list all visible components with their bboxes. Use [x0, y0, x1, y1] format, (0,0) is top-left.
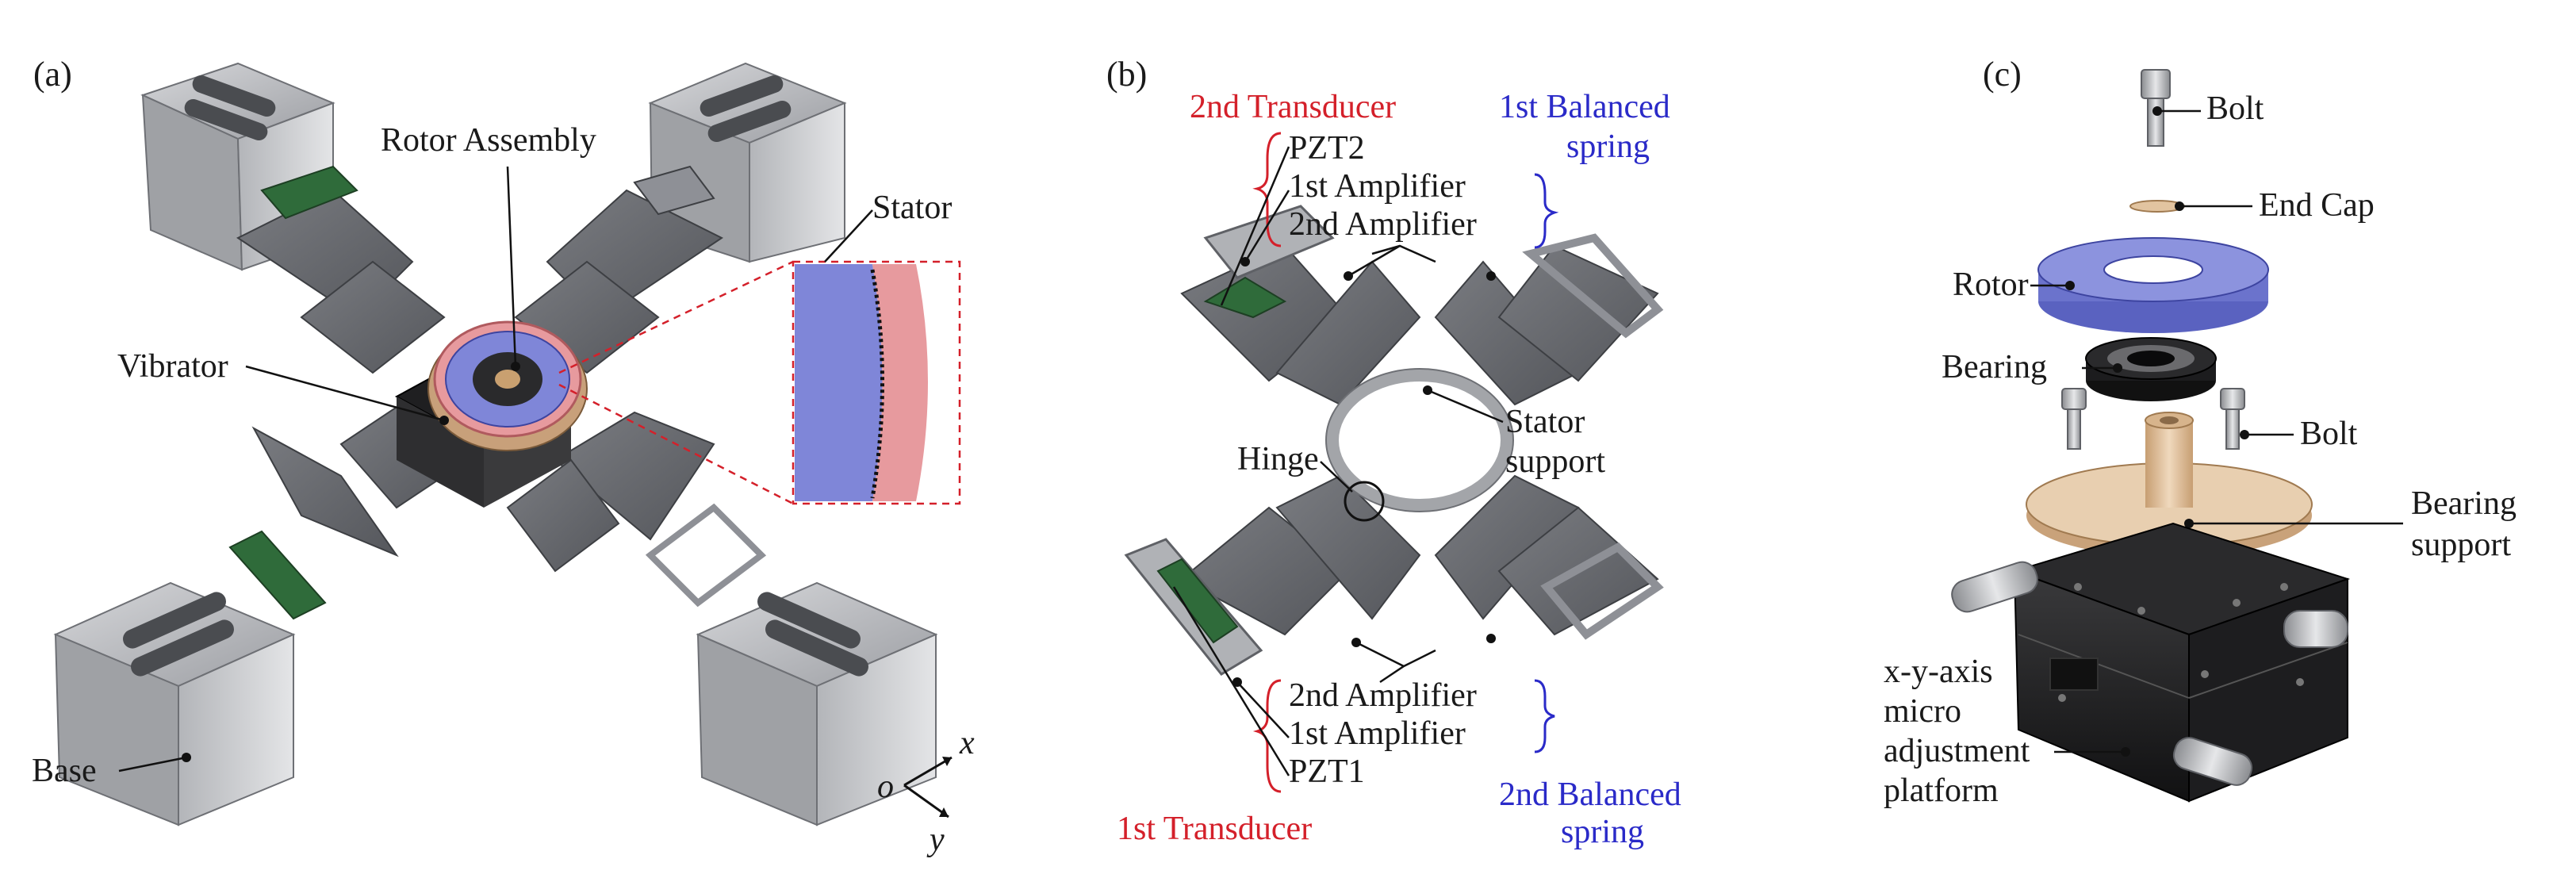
label-bolt-top: Bolt	[2206, 90, 2264, 127]
axis-origin-label: o	[877, 769, 894, 805]
label-1st-transducer: 1st Transducer	[1117, 811, 1312, 847]
leader-dot-platform	[2121, 747, 2130, 757]
flexure-top-right	[1434, 233, 1664, 406]
leader-2nd-amp-bottom-b	[1355, 641, 1405, 668]
axes-indicator: x o y	[877, 725, 975, 858]
leader-2nd-amp-top-a	[1371, 244, 1436, 263]
label-2nd-balanced-spring-l1: 2nd Balanced	[1499, 776, 1681, 813]
label-stator-support-l1: Stator	[1505, 404, 1585, 440]
label-2nd-balanced-spring-l2: spring	[1561, 814, 1644, 850]
label-pzt2: PZT2	[1289, 130, 1365, 167]
leader-dot-stator-support	[1423, 385, 1432, 395]
label-platform-l1: x-y-axis	[1884, 654, 1993, 690]
axis-x-label: x	[959, 725, 975, 761]
label-vibrator: Vibrator	[117, 348, 228, 385]
inset-stator	[872, 264, 928, 501]
leader-dot-2nd-amp-top-right	[1486, 271, 1496, 281]
leader-dot-2nd-amp-bottom-left	[1351, 638, 1361, 647]
hinge-marker	[1344, 481, 1385, 522]
label-1st-amplifier-bottom: 1st Amplifier	[1289, 715, 1466, 752]
label-platform-l2: micro	[1884, 693, 1961, 730]
label-1st-balanced-spring-l2: spring	[1566, 128, 1650, 165]
leader-1st-amp-bottom	[1236, 681, 1290, 738]
bolts-side-parts	[2061, 388, 2245, 450]
panel-c: (c) Bolt End Cap Rotor	[1884, 55, 2517, 809]
leader-2nd-amp-top-b	[1347, 244, 1401, 278]
leader-stator	[824, 209, 873, 263]
xy-platform-part	[1951, 522, 2351, 803]
axis-y-label: y	[926, 822, 945, 858]
brace-2nd-balanced-spring	[1534, 679, 1555, 753]
label-stator-support-l2: support	[1505, 443, 1605, 480]
flexure-top-left	[1180, 205, 1421, 406]
label-platform-l4: platform	[1884, 773, 1999, 809]
panel-b: (b) 2nd Transducer	[1106, 55, 1681, 850]
label-2nd-transducer: 2nd Transducer	[1190, 89, 1396, 125]
rotor-part	[2037, 237, 2269, 333]
label-bearing-support-l1: Bearing	[2411, 485, 2517, 522]
panel-b-tag: (b)	[1106, 55, 1147, 94]
leader-1st-amp-top	[1244, 190, 1290, 263]
label-rotor-assembly: Rotor Assembly	[381, 122, 596, 159]
stator-zoom-inset	[558, 260, 961, 505]
pzt2-element	[1203, 276, 1287, 319]
flexure-bottom-right	[1434, 474, 1664, 640]
label-rotor: Rotor	[1953, 266, 2029, 303]
leader-dot-base	[182, 753, 191, 762]
label-pzt1: PZT1	[1289, 753, 1365, 790]
leader-pzt2	[1220, 146, 1290, 306]
label-stator: Stator	[872, 190, 952, 226]
label-base: Base	[32, 753, 97, 789]
leader-rotor-assembly	[506, 166, 517, 367]
label-bearing: Bearing	[1942, 349, 2047, 385]
flexure-bottom-left	[1124, 474, 1421, 676]
leader-dot-bolt-top	[2152, 106, 2162, 116]
pzt-a-bottom-left	[228, 530, 327, 620]
label-1st-balanced-spring-l1: 1st Balanced	[1499, 89, 1670, 125]
label-2nd-amplifier-bottom: 2nd Amplifier	[1289, 677, 1477, 714]
leader-dot-bearing-support	[2184, 519, 2194, 528]
bearing-support-part	[2026, 412, 2313, 557]
leader-pzt1	[1172, 586, 1290, 776]
label-platform-l3: adjustment	[1884, 733, 2030, 769]
label-hinge: Hinge	[1237, 441, 1319, 477]
panel-a-tag: (a)	[33, 55, 72, 94]
leader-stator-support	[1427, 389, 1504, 424]
leader-dot-end-cap	[2175, 201, 2184, 211]
arm-top-left	[236, 165, 446, 374]
stator-support-ring	[1326, 369, 1513, 512]
base-block-bottom-right	[696, 581, 938, 826]
base-block-bottom-left	[53, 581, 296, 826]
label-2nd-amplifier-top: 2nd Amplifier	[1289, 206, 1477, 243]
leader-vibrator	[245, 365, 445, 422]
pzt1-element	[1156, 558, 1239, 644]
bearing-part	[2085, 337, 2217, 401]
panel-c-tag: (c)	[1983, 55, 2022, 94]
leader-dot-vibrator	[439, 416, 449, 425]
leader-hinge	[1320, 461, 1353, 493]
leader-dot-1st-amp-top	[1240, 257, 1250, 266]
brace-2nd-transducer	[1252, 132, 1282, 247]
leader-dot-2nd-amp-top-left	[1344, 271, 1353, 281]
label-end-cap: End Cap	[2259, 187, 2375, 224]
label-bearing-support-l2: support	[2411, 527, 2511, 563]
leader-dot-1st-amp-bottom	[1232, 677, 1242, 687]
panel-a: (a)	[32, 55, 975, 858]
brace-1st-balanced-spring	[1534, 173, 1559, 249]
leader-base	[118, 756, 187, 773]
leader-dot-2nd-amp-bottom-right	[1486, 634, 1496, 643]
label-bolt-side: Bolt	[2300, 416, 2358, 452]
label-1st-amplifier-top: 1st Amplifier	[1289, 168, 1466, 205]
leader-dot-bolt-side	[2240, 430, 2249, 439]
brace-1st-transducer	[1252, 679, 1282, 793]
leader-dot-rotor	[2065, 281, 2075, 290]
inset-rotor	[795, 264, 883, 501]
leader-dot-bearing	[2113, 363, 2122, 373]
pzt-a-top-left	[260, 165, 358, 220]
leader-dot-rotor-assembly	[511, 362, 520, 371]
